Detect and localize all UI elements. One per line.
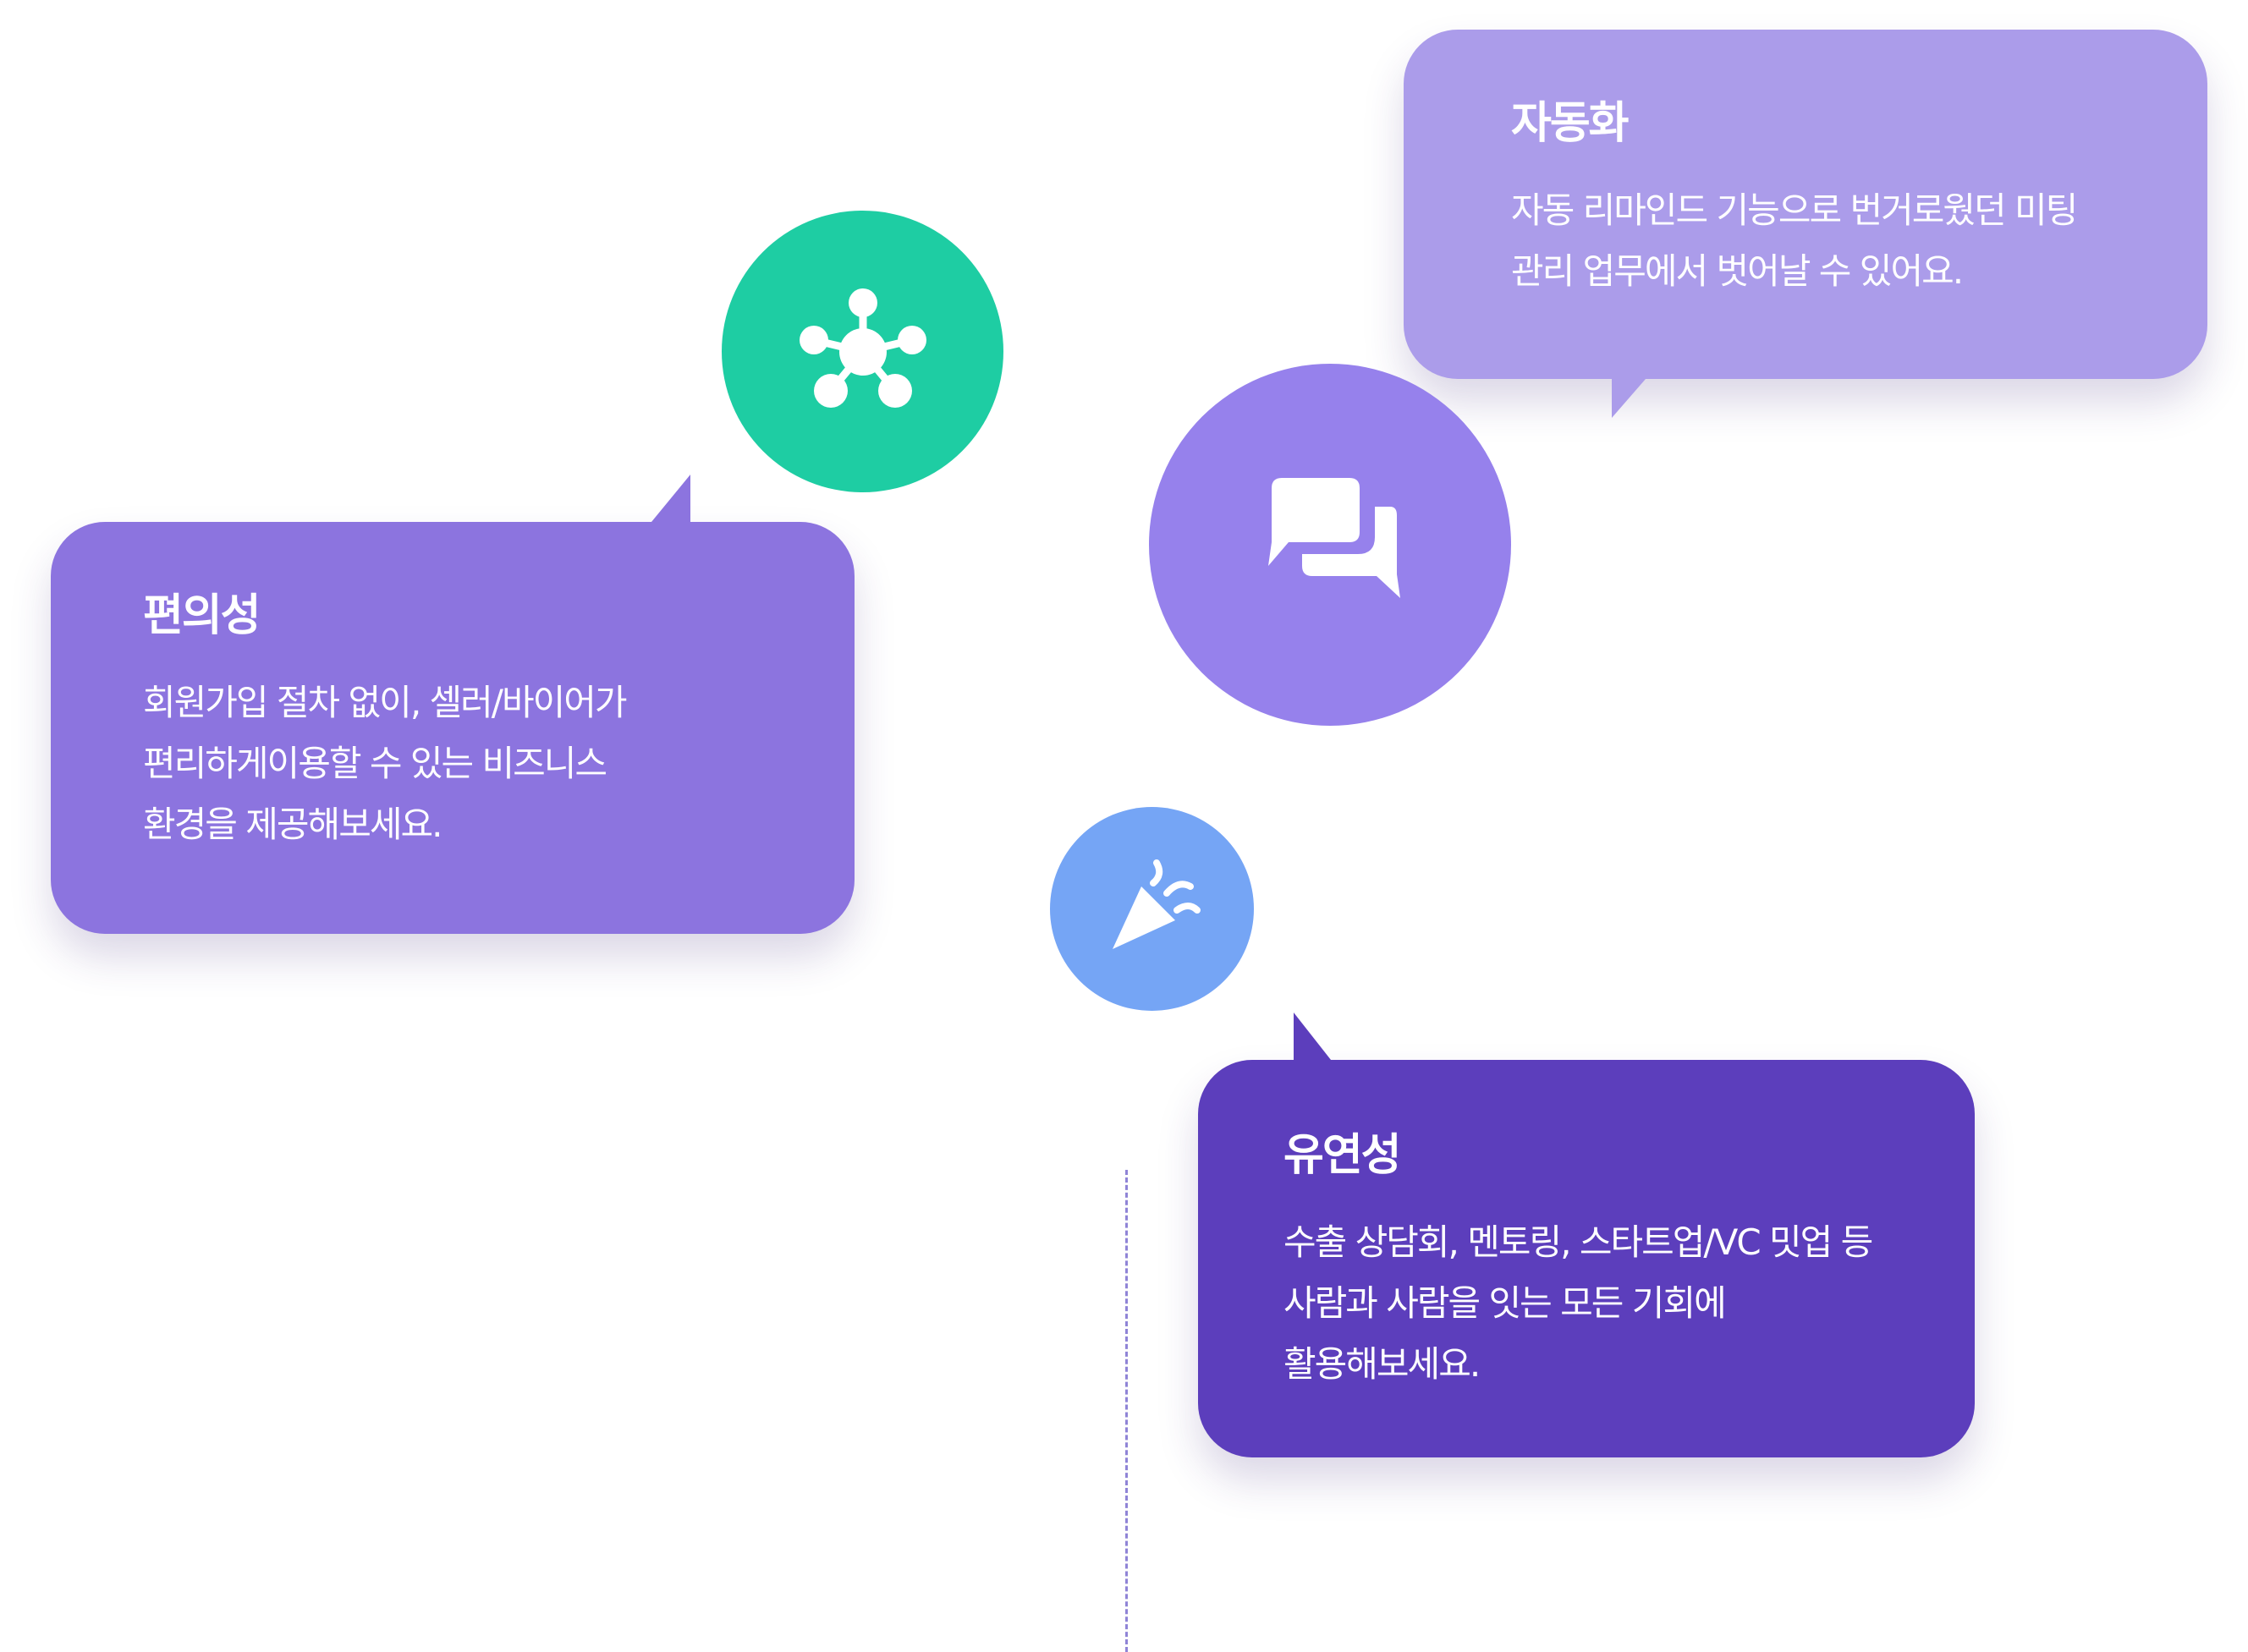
dashed-divider bbox=[1125, 1170, 1128, 1652]
bubble-tail bbox=[1294, 1013, 1331, 1060]
feature-description-automation: 자동 리마인드 기능으로 번거로웠던 미팅 관리 업무에서 벗어날 수 있어요. bbox=[1511, 189, 2078, 293]
bubble-tail bbox=[1612, 379, 1646, 418]
celebration-icon-badge bbox=[1050, 807, 1254, 1011]
feature-card-convenience: 편의성 회원가입 절차 없이, 셀러/바이어가 편리하게이용할 수 있는 비즈니… bbox=[51, 475, 855, 934]
feature-title-flexibility: 유연성 bbox=[1283, 1130, 1402, 1181]
feature-description-convenience: 회원가입 절차 없이, 셀러/바이어가 편리하게이용할 수 있는 비즈니스 환경… bbox=[143, 682, 628, 846]
feature-card-automation: 자동화 자동 리마인드 기능으로 번거로웠던 미팅 관리 업무에서 벗어날 수 … bbox=[1404, 30, 2207, 418]
party-popper-icon bbox=[1112, 859, 1201, 949]
network-icon bbox=[799, 288, 926, 408]
feature-title-convenience: 편의성 bbox=[143, 590, 261, 641]
bubble-tail bbox=[651, 475, 690, 522]
chat-bubbles-icon bbox=[1268, 478, 1400, 598]
feature-description-flexibility: 수출 상담회, 멘토링, 스타트업/VC 밋업 등 사람과 사람을 잇는 모든 … bbox=[1283, 1221, 1873, 1386]
feature-title-automation: 자동화 bbox=[1511, 98, 1630, 149]
feature-card-flexibility: 유연성 수출 상담회, 멘토링, 스타트업/VC 밋업 등 사람과 사람을 잇는… bbox=[1198, 1013, 1975, 1457]
chat-icon-badge bbox=[1149, 364, 1511, 726]
network-icon-badge bbox=[722, 211, 1003, 492]
